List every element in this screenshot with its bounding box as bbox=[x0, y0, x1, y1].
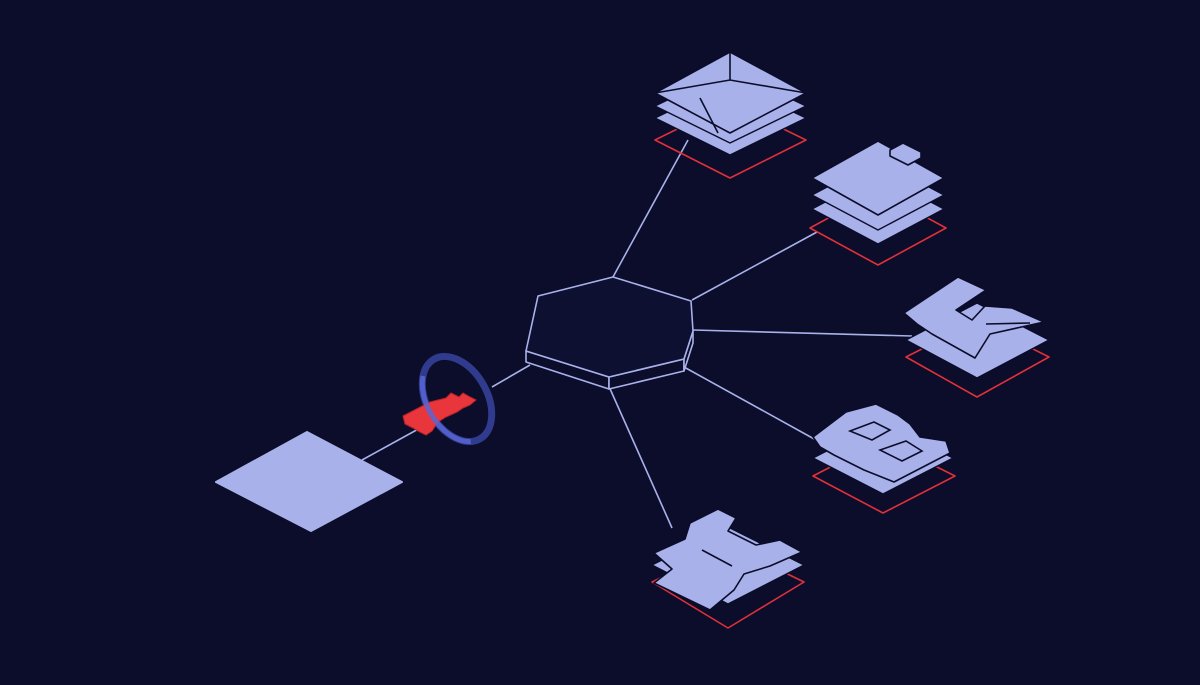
connector-hub-folder bbox=[691, 231, 818, 301]
plain-tile-icon bbox=[215, 431, 403, 532]
envelope-stack-icon bbox=[654, 51, 807, 179]
connector-lock-source bbox=[361, 426, 423, 461]
letter-h-stack-icon bbox=[651, 508, 805, 629]
connector-hub-lock bbox=[491, 364, 531, 388]
folder-stack-icon bbox=[809, 140, 947, 266]
key-in-ring-icon bbox=[402, 352, 496, 446]
hexagon-hub-icon bbox=[525, 276, 694, 390]
connector-hub-letter-k bbox=[692, 329, 913, 337]
connector-hub-envelope bbox=[612, 139, 689, 278]
connector-hub-letter-b bbox=[683, 366, 817, 441]
letter-b-stack-icon bbox=[812, 403, 956, 514]
letter-k-stack-icon bbox=[903, 276, 1050, 398]
connectors bbox=[361, 139, 913, 529]
connector-hub-letter-h bbox=[606, 381, 673, 529]
